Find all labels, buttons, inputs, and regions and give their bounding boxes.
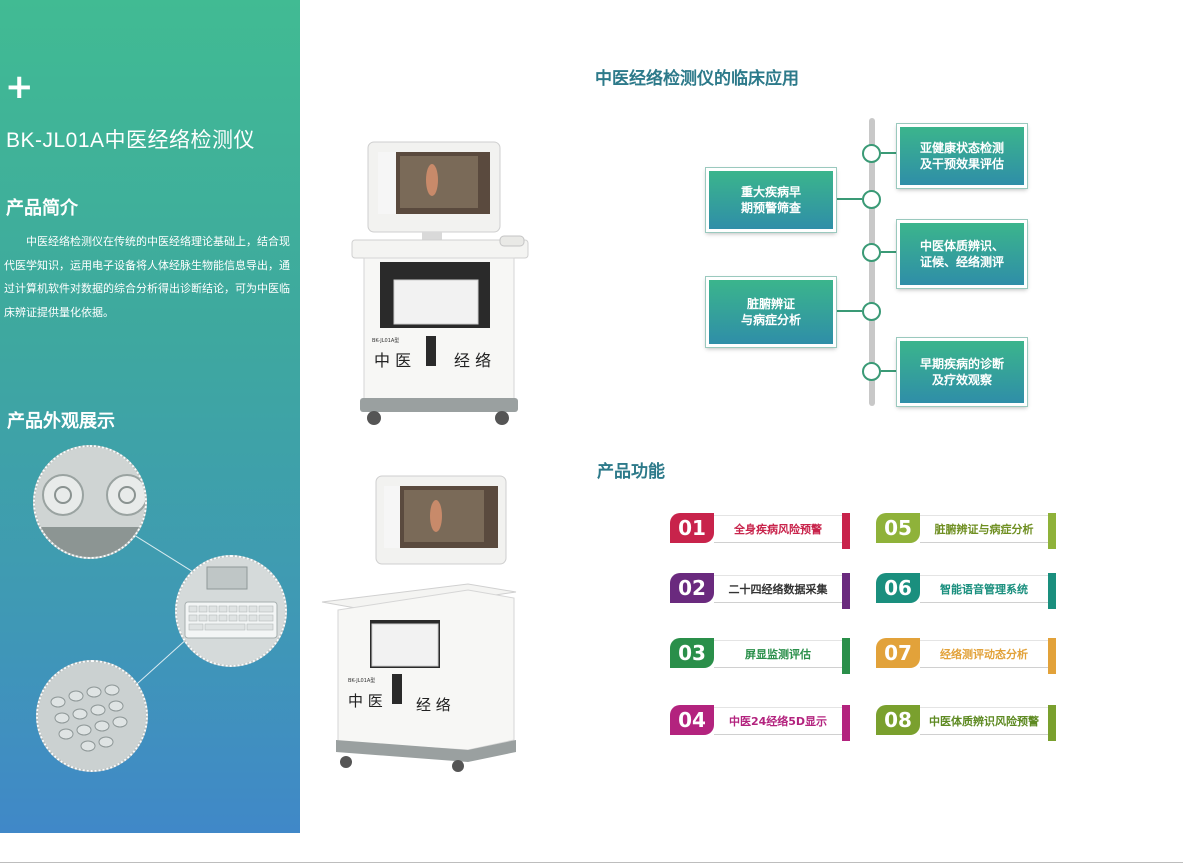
feature-accent-bar: [842, 638, 850, 674]
intro-text: 中医经络检测仪在传统的中医经络理论基础上，结合现代医学知识，运用电子设备将人体经…: [4, 235, 290, 319]
timeline-node: [862, 190, 881, 209]
feature-number-badge: 04: [670, 705, 714, 735]
feature-number-badge: 07: [876, 638, 920, 668]
device-side-image: BK-JL01A型 中 医 经 络: [318, 474, 524, 774]
clinical-item-2: 重大疾病早期预警筛查: [706, 168, 836, 232]
timeline-connector: [830, 310, 862, 312]
feature-number-badge: 08: [876, 705, 920, 735]
feature-label: 二十四经络数据采集: [714, 575, 842, 603]
feature-accent-bar: [842, 513, 850, 549]
feature-accent-bar: [842, 705, 850, 741]
timeline-node: [862, 362, 881, 381]
device-side-icon: BK-JL01A型 中 医 经 络: [321, 475, 517, 772]
appearance-heading: 产品外观展示: [7, 411, 115, 432]
feature-accent-bar: [1048, 705, 1056, 741]
clinical-item-3-line1: 中医体质辨识、: [919, 239, 1004, 253]
feature-label: 全身疾病风险预警: [714, 515, 842, 543]
clinical-item-2-line1: 重大疾病早: [740, 185, 801, 199]
timeline-node: [862, 243, 881, 262]
footer-divider: [0, 862, 1183, 863]
clinical-item-1-line1: 亚健康状态检测: [919, 141, 1004, 155]
feature-number-badge: 05: [876, 513, 920, 543]
clinical-section-title: 中医经络检测仪的临床应用: [595, 69, 799, 89]
functions-section-title: 产品功能: [597, 462, 665, 482]
cabinet-text-left-2: 中 医: [348, 692, 383, 710]
detail-keyboard-image: [175, 555, 287, 667]
intro-heading: 产品简介: [6, 198, 78, 219]
feature-label: 中医24经络5D显示: [714, 707, 842, 735]
feature-accent-bar: [842, 573, 850, 609]
clinical-item-3: 中医体质辨识、证候、经络测评: [897, 220, 1027, 288]
clinical-item-4: 脏腑辨证与病症分析: [706, 277, 836, 347]
detail-keypad-image: [36, 660, 148, 772]
device-front-icon: BK-JL01A型 中 医 经 络: [351, 141, 529, 425]
feature-label: 经络测评动态分析: [920, 640, 1048, 668]
connector-line: [134, 535, 195, 573]
timeline-connector: [881, 251, 897, 253]
sidebar: + BK-JL01A中医经络检测仪 产品简介 中医经络检测仪在传统的中医经络理论…: [0, 0, 300, 833]
feature-accent-bar: [1048, 513, 1056, 549]
plus-icon: +: [5, 67, 34, 107]
feature-number-badge: 02: [670, 573, 714, 603]
feature-number-badge: 01: [670, 513, 714, 543]
keyboard-detail-icon: [177, 557, 285, 665]
clinical-item-1: 亚健康状态检测及干预效果评估: [897, 124, 1027, 188]
clinical-item-5: 早期疾病的诊断及疗效观察: [897, 338, 1027, 406]
feature-label: 中医体质辨识风险预警: [920, 707, 1048, 735]
cabinet-text-right-2: 经 络: [416, 696, 451, 714]
timeline-connector: [881, 370, 897, 372]
timeline-connector: [881, 152, 897, 154]
timeline-node: [862, 144, 881, 163]
model-label-text-2: BK-JL01A型: [348, 677, 375, 684]
feature-number-badge: 06: [876, 573, 920, 603]
clinical-item-3-line2: 证候、经络测评: [919, 255, 1004, 269]
cabinet-text-right: 经 络: [454, 351, 491, 370]
timeline-connector: [830, 198, 862, 200]
model-label-text: BK-JL01A型: [372, 337, 399, 344]
keypad-detail-icon: [38, 662, 146, 770]
feature-label: 脏腑辨证与病症分析: [920, 515, 1048, 543]
timeline-node: [862, 302, 881, 321]
connector-line: [135, 638, 188, 686]
handgrip-detail-icon: [35, 447, 145, 557]
product-model-title: BK-JL01A中医经络检测仪: [6, 129, 256, 152]
cabinet-text-left: 中 医: [374, 351, 411, 370]
feature-accent-bar: [1048, 638, 1056, 674]
timeline-axis: [869, 118, 875, 406]
clinical-item-4-line2: 与病症分析: [740, 313, 801, 327]
feature-accent-bar: [1048, 573, 1056, 609]
detail-handgrip-image: [33, 445, 147, 559]
clinical-item-5-line1: 早期疾病的诊断: [919, 357, 1004, 371]
feature-label: 屏显监测评估: [714, 640, 842, 668]
feature-number-badge: 03: [670, 638, 714, 668]
clinical-item-2-line2: 期预警筛查: [740, 201, 801, 215]
clinical-item-5-line2: 及疗效观察: [931, 373, 992, 387]
device-front-image: BK-JL01A型 中 医 经 络: [350, 140, 530, 430]
feature-label: 智能语音管理系统: [920, 575, 1048, 603]
clinical-item-1-line2: 及干预效果评估: [919, 157, 1004, 171]
clinical-item-4-line1: 脏腑辨证: [746, 297, 795, 311]
